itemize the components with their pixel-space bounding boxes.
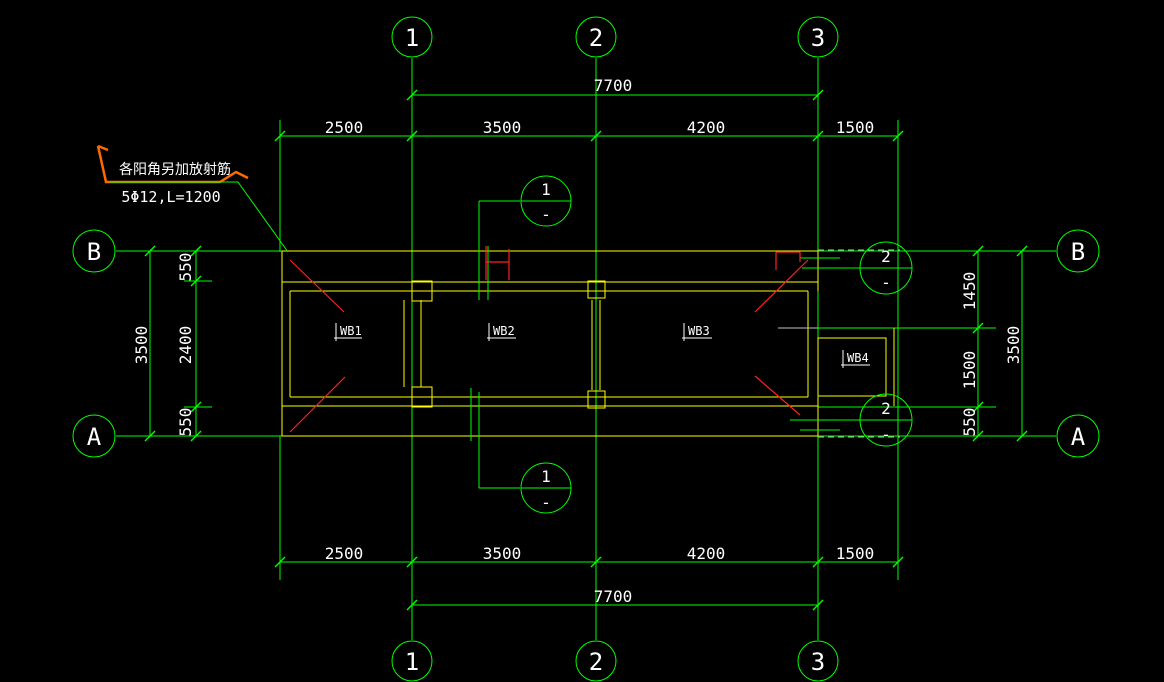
axis-label: 3 — [811, 648, 825, 676]
rebar-note: 各阳角另加放射筋 5Φ12,L=1200 — [96, 144, 289, 253]
section-reference: - — [881, 425, 891, 444]
dim-left-seg-3: 550 — [176, 408, 195, 437]
slab-name: WB3 — [688, 324, 710, 338]
axis-label: 3 — [811, 24, 825, 52]
section-number: 1 — [541, 180, 551, 199]
axis-bubble-1-top: 1 — [391, 16, 433, 58]
section-reference: - — [541, 205, 551, 224]
section-marker-top: 1 - — [478, 175, 572, 300]
dim-bottom-seg-3: 4200 — [687, 544, 726, 563]
axis-bubble-1-bottom: 1 — [391, 640, 433, 682]
axis-label: 2 — [589, 24, 603, 52]
dim-top-seg-1: 2500 — [325, 118, 364, 137]
slab-label-wb3: WB3 — [682, 323, 712, 341]
dim-right-seg-3: 550 — [960, 408, 979, 437]
axis-label: B — [87, 238, 101, 266]
section-reference: - — [541, 493, 551, 512]
dim-bottom-seg-2: 3500 — [483, 544, 522, 563]
dim-right-seg-1: 1450 — [960, 272, 979, 311]
dim-bottom-seg-1: 2500 — [325, 544, 364, 563]
axis-label: 2 — [589, 648, 603, 676]
dim-left-seg-2: 2400 — [176, 326, 195, 365]
hidden-lines — [778, 249, 900, 438]
section-marker-bottom: 1 - — [470, 388, 572, 514]
slab-name: WB4 — [847, 351, 869, 365]
dimension-lines — [144, 89, 1028, 611]
slab-name: WB2 — [493, 324, 515, 338]
beam-outlines — [281, 250, 895, 437]
dim-left-seg-1: 550 — [176, 253, 195, 282]
section-number: 1 — [541, 467, 551, 486]
slab-label-wb4: WB4 — [841, 350, 870, 368]
dim-bottom-seg-4: 1500 — [836, 544, 875, 563]
note-line-2: 5Φ12,L=1200 — [121, 188, 220, 206]
dim-top-seg-2: 3500 — [483, 118, 522, 137]
section-number: 2 — [881, 247, 891, 266]
dim-top-total: 7700 — [594, 76, 633, 95]
dim-right-seg-2: 1500 — [960, 351, 979, 390]
dim-top-seg-3: 4200 — [687, 118, 726, 137]
axis-bubble-A-right: A — [1056, 414, 1100, 458]
axis-bubble-3-bottom: 3 — [797, 640, 839, 682]
slab-label-wb2: WB2 — [487, 323, 516, 341]
axis-bubble-2-top: 2 — [575, 16, 617, 58]
note-line-1: 各阳角另加放射筋 — [119, 161, 231, 178]
axis-bubble-2-bottom: 2 — [575, 640, 617, 682]
section-number: 2 — [881, 399, 891, 418]
section-marker-right-bottom: 2 - — [790, 393, 913, 447]
axis-bubble-B-right: B — [1056, 229, 1100, 273]
axis-label: B — [1071, 238, 1085, 266]
slab-label-wb1: WB1 — [334, 323, 362, 341]
dim-bottom-total: 7700 — [594, 587, 633, 606]
axis-label: 1 — [405, 24, 419, 52]
axis-bubble-B-left: B — [72, 229, 116, 273]
dim-right-total: 3500 — [1004, 326, 1023, 365]
axis-label: A — [87, 423, 102, 451]
axis-bubble-A-left: A — [72, 414, 116, 458]
corner-radial-rebars — [289, 246, 809, 433]
axis-label: 1 — [405, 648, 419, 676]
slab-name: WB1 — [340, 324, 362, 338]
dim-left-total: 3500 — [132, 326, 151, 365]
axis-bubble-3-top: 3 — [797, 16, 839, 58]
section-reference: - — [881, 273, 891, 292]
section-marker-right-top: 2 - — [800, 241, 913, 295]
axis-label: A — [1071, 423, 1086, 451]
dim-top-seg-4: 1500 — [836, 118, 875, 137]
